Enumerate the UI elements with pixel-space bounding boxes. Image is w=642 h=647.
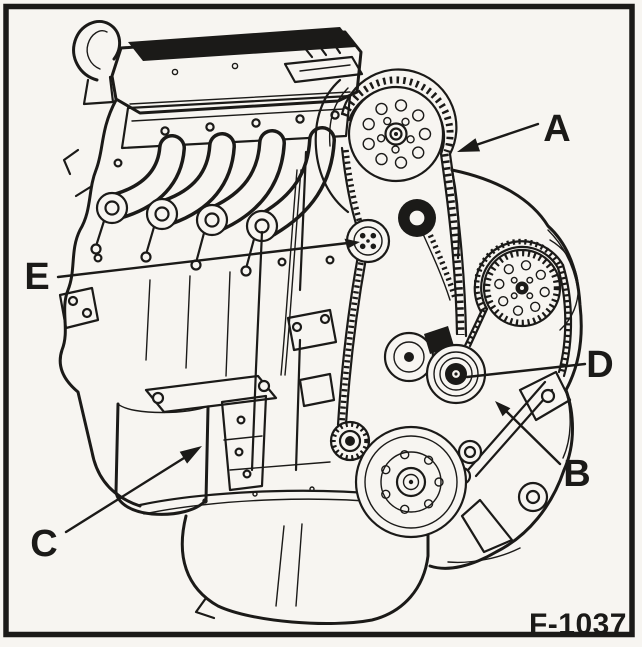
- callouts: A B C D E: [24, 108, 613, 565]
- secondary-sprocket: [482, 248, 562, 328]
- callout-a-line: [474, 122, 540, 147]
- figure-frame: [3, 3, 635, 638]
- engine-block: [58, 98, 338, 508]
- callout-b: B: [495, 401, 591, 495]
- valve-cover: [110, 27, 364, 115]
- callout-b-line: [503, 408, 562, 466]
- callout-e-label: E: [24, 256, 49, 298]
- callout-c-label: C: [30, 523, 57, 565]
- callout-d-label: D: [586, 344, 613, 386]
- callout-d-line: [465, 362, 587, 379]
- callout-a-arrowhead: [457, 138, 481, 152]
- belt-idler-dark: [398, 199, 436, 237]
- callout-d: D: [465, 344, 614, 386]
- callout-c-line: [64, 456, 186, 534]
- callout-b-arrowhead: [495, 401, 511, 417]
- pulley-d: [424, 326, 487, 405]
- callout-e: E: [24, 238, 360, 298]
- lifting-eye: [72, 19, 122, 106]
- camshaft-sprocket: [347, 85, 445, 183]
- engine-illustration: [58, 19, 583, 626]
- callout-e-arrowhead: [344, 238, 360, 249]
- crankshaft-pulley: [354, 425, 468, 539]
- callout-e-line: [56, 241, 350, 279]
- callout-a: A: [457, 108, 571, 152]
- callout-c-arrowhead: [179, 446, 202, 464]
- tensioner-pulley-e: [345, 218, 391, 264]
- crank-sprocket: [329, 420, 371, 462]
- secondary-belt: [460, 238, 579, 378]
- idler-pulley: [383, 331, 435, 383]
- callout-b-label: B: [563, 453, 590, 495]
- intake-runners: [62, 126, 336, 277]
- callout-a-label: A: [543, 108, 570, 150]
- cylinder-head: [120, 94, 352, 150]
- callout-c: C: [30, 446, 202, 565]
